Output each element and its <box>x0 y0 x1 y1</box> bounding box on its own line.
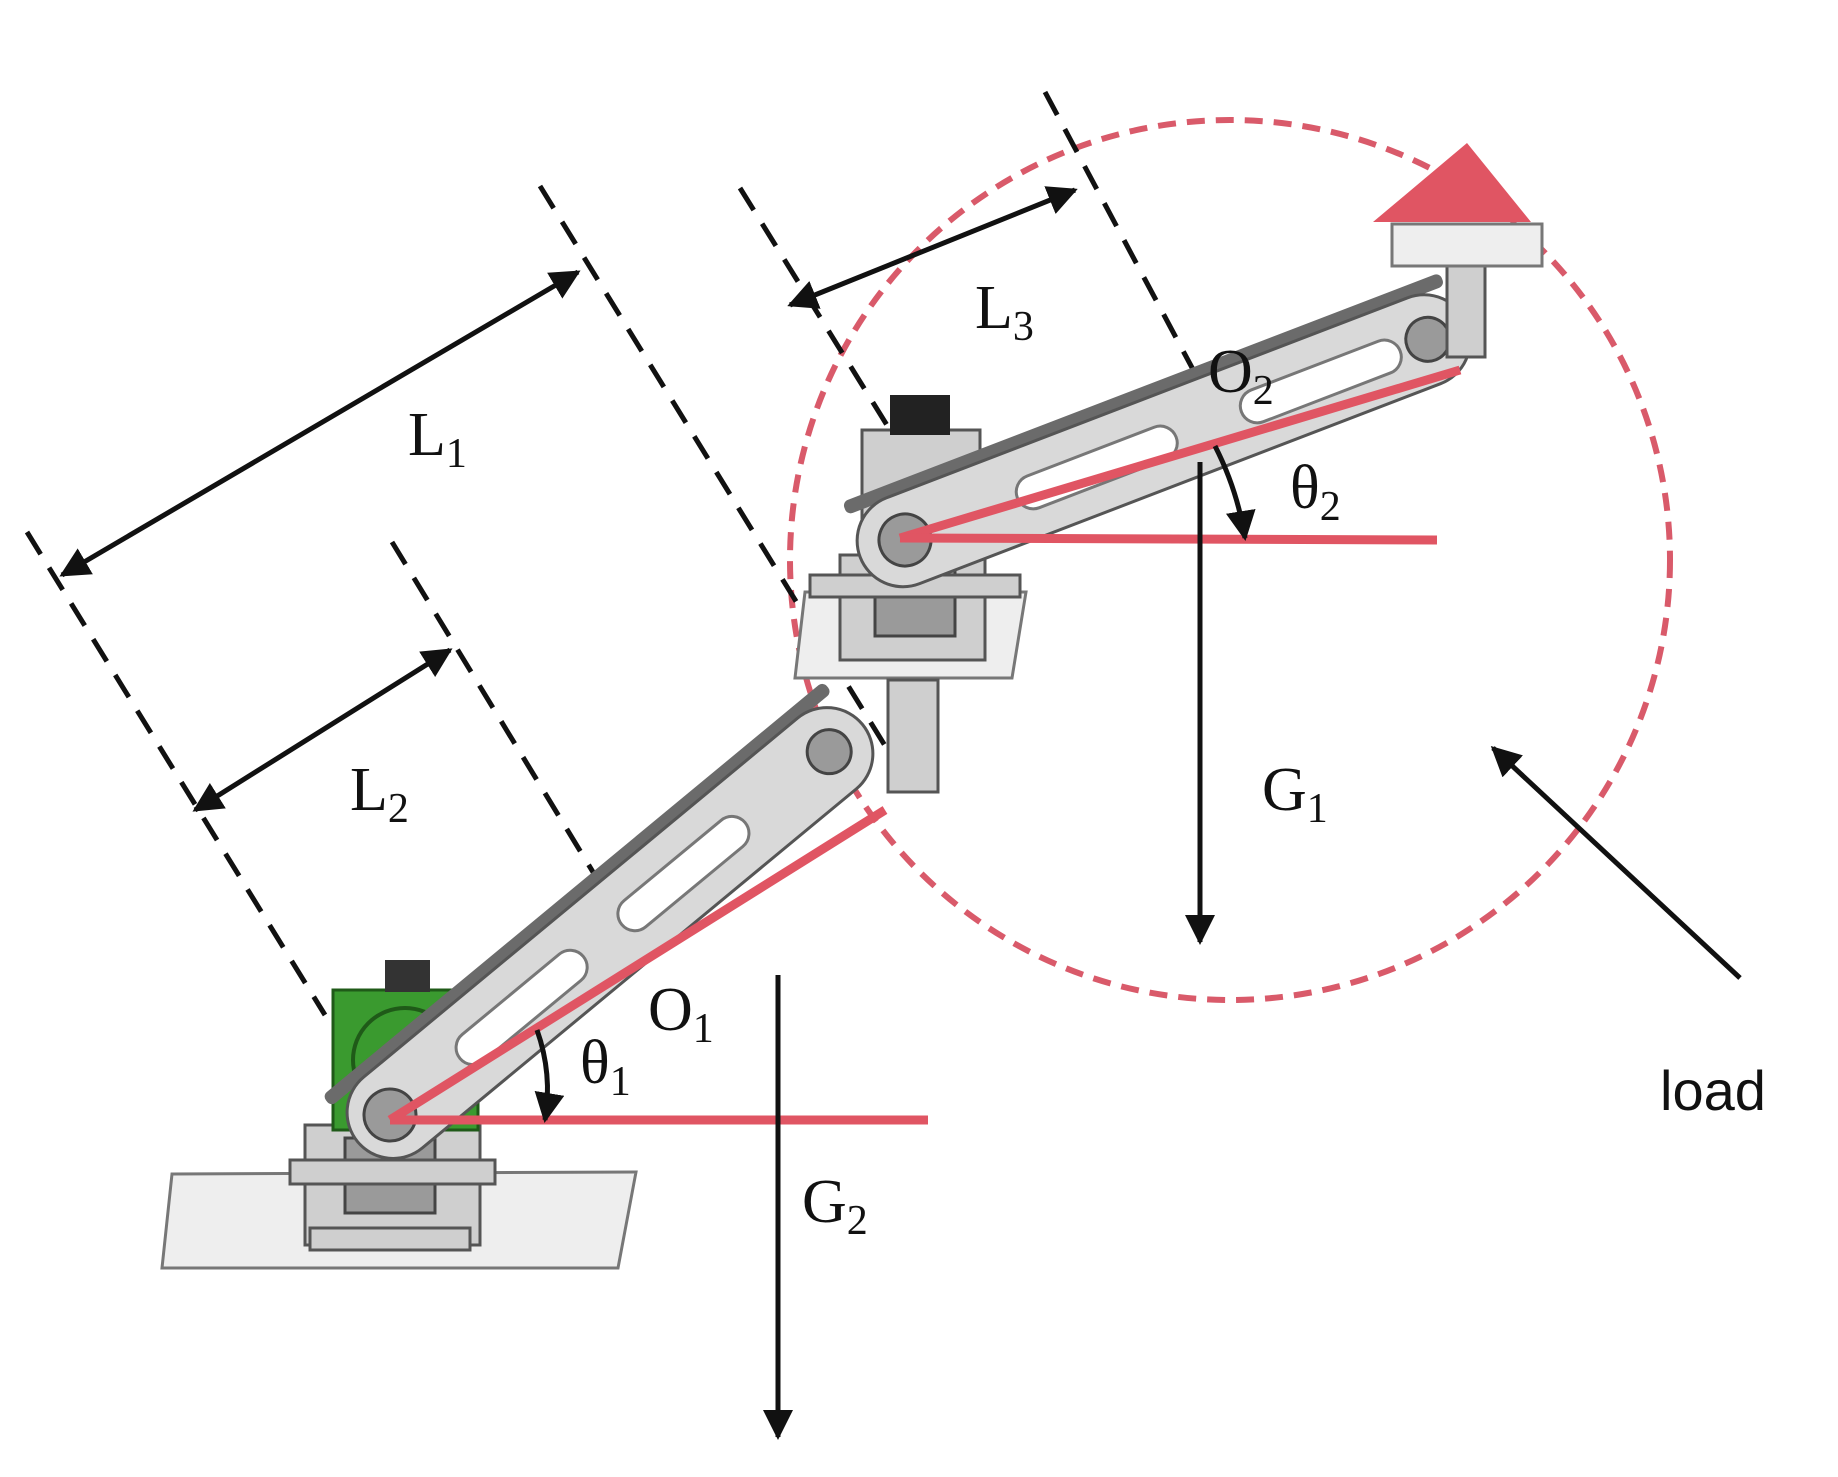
load-region-circle <box>787 117 1673 1003</box>
O2-label: O2 <box>1208 338 1274 414</box>
L1-label: L1 <box>408 401 467 477</box>
end-effector <box>1390 222 1544 359</box>
L2-label: L2 <box>350 756 409 832</box>
G2-label: G2 <box>802 1168 868 1244</box>
O1-label: O1 <box>648 976 714 1052</box>
theta1-arc <box>534 1029 565 1123</box>
theta2-label: θ2 <box>1290 454 1341 530</box>
load-label: load <box>1660 1059 1766 1122</box>
G1-label: G1 <box>1262 756 1328 832</box>
triangle-icon <box>1373 143 1531 222</box>
L1-dimension-arrow <box>59 269 581 578</box>
L3-dimension-arrow <box>787 186 1078 309</box>
lower-arm <box>324 683 875 1160</box>
load-pointer-arrow <box>1490 745 1742 980</box>
theta1-label: θ1 <box>580 1029 631 1105</box>
kinematic-lines <box>387 365 1462 1125</box>
elbow-bracket <box>793 553 1028 794</box>
theta2-arc <box>1212 444 1256 541</box>
upper-arm <box>843 274 1472 589</box>
L3-label: L3 <box>975 274 1034 350</box>
L2-dimension-arrow <box>192 647 453 813</box>
base-assembly <box>160 1123 638 1270</box>
